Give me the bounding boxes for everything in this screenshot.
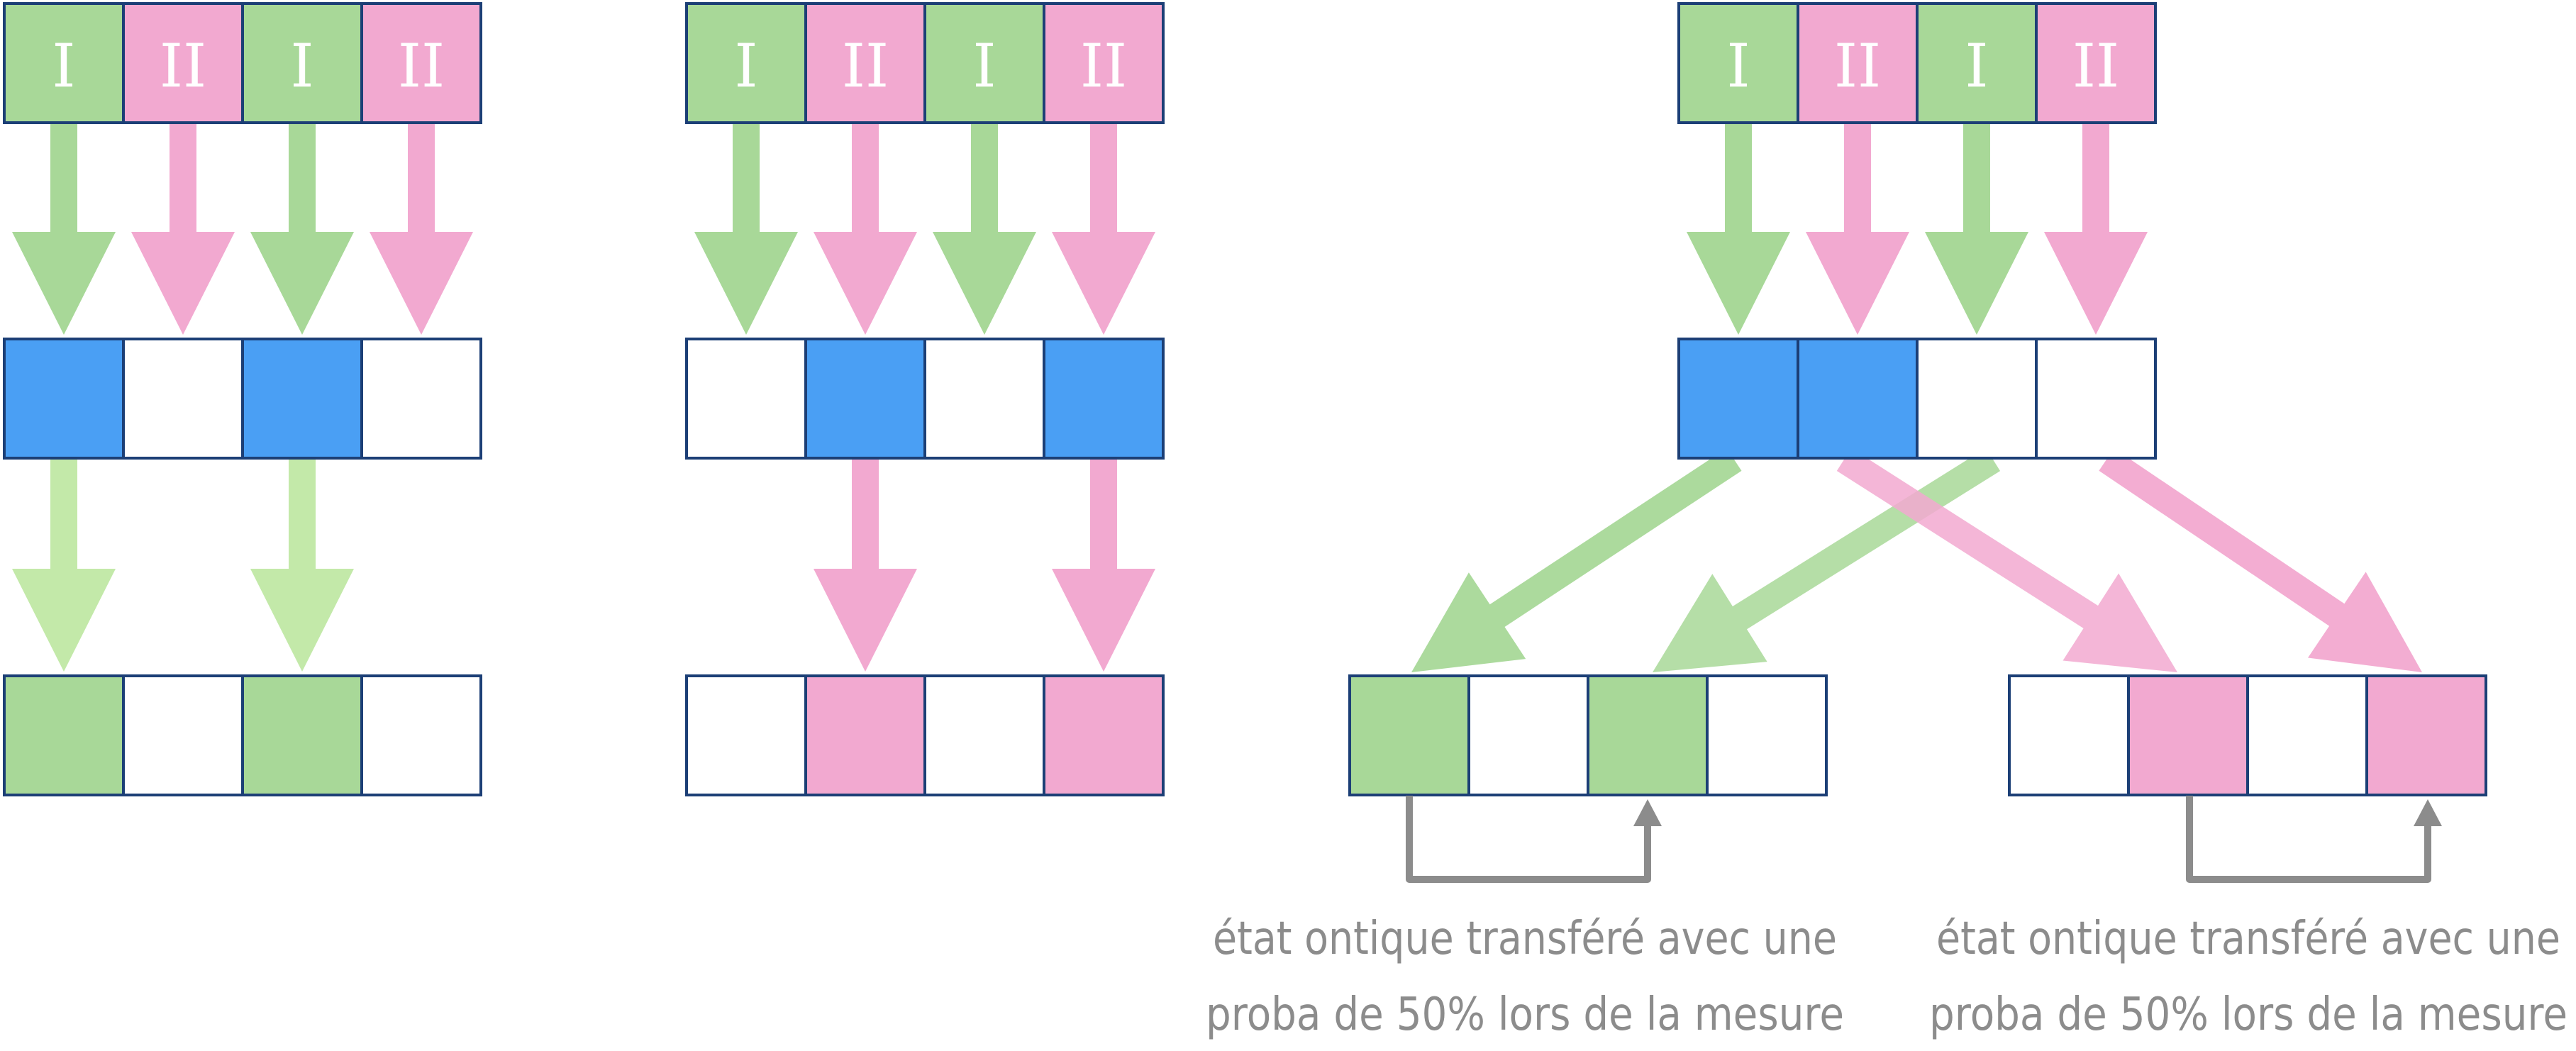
bracket-right [2186,796,2431,883]
arrow-top-1-4 [370,123,473,335]
result-cell-3a-3 [1587,674,1709,796]
arrow-top-3-2 [1806,123,1909,335]
roman-label-2-2: II [842,31,889,101]
arrow-result-2-2 [814,458,917,672]
top-cell-2-4 [1043,2,1165,124]
top-cell-1-4 [360,2,482,124]
top-cell-1-3 [241,2,363,124]
detector-cell-1-3 [241,338,363,460]
result-cell-3b-4 [2365,674,2487,796]
detector-cell-1-2 [122,338,244,460]
result-cell-1-4 [360,674,482,796]
roman-label-1-4: II [398,31,445,101]
bracket-left-arrowhead [1633,799,1662,826]
result-cell-3a-4 [1706,674,1828,796]
caption-left-line2: proba de 50% lors de la mesure [1206,989,1844,1041]
bracket-right-arrowhead [2414,799,2442,826]
result-cell-1-1 [3,674,125,796]
arrow-top-2-4 [1052,123,1155,335]
arrow-diag-green-1 [1411,448,1742,672]
detector-cell-1-1 [3,338,125,460]
detector-cell-3-1 [1677,338,1799,460]
detector-cell-3-4 [2035,338,2157,460]
roman-label-2-4: II [1080,31,1127,101]
arrow-diag-pink-1 [1836,448,2177,672]
roman-label-1-1: I [52,31,75,101]
bracket-left [1406,796,1651,883]
result-cell-3b-1 [2008,674,2130,796]
arrow-top-3-3 [1925,123,2028,335]
detector-cell-2-2 [804,338,926,460]
roman-label-1-3: I [290,31,313,101]
roman-label-3-4: II [2072,31,2119,101]
roman-label-3-1: I [1726,31,1750,101]
result-cell-3a-2 [1467,674,1589,796]
arrow-top-1-3 [250,123,354,335]
roman-label-3-2: II [1834,31,1881,101]
arrow-top-2-3 [933,123,1036,335]
arrow-result-1-3 [250,458,354,672]
roman-label-3-3: I [1965,31,1988,101]
arrow-result-1-1 [12,458,116,672]
arrow-top-1-2 [131,123,235,335]
arrow-diag-pink-2 [2099,448,2422,672]
roman-label-1-2: II [160,31,206,101]
result-cell-2-2 [804,674,926,796]
result-cell-3b-2 [2127,674,2249,796]
top-cell-1-1 [3,2,125,124]
top-cell-3-4 [2035,2,2157,124]
top-cell-2-2 [804,2,926,124]
result-cell-3b-3 [2246,674,2368,796]
result-cell-2-4 [1043,674,1165,796]
arrow-top-2-2 [814,123,917,335]
top-cell-3-2 [1797,2,1919,124]
brackets-layer [1406,796,2442,883]
caption-left-line1: état ontique transféré avec une [1213,913,1837,965]
top-cell-3-3 [1916,2,2038,124]
arrow-top-2-1 [694,123,798,335]
detector-cell-1-4 [360,338,482,460]
detector-cell-3-2 [1797,338,1919,460]
caption-right-line2: proba de 50% lors de la mesure [1929,989,2567,1041]
detector-cell-2-1 [685,338,807,460]
cells-layer [3,2,2487,796]
result-cell-1-3 [241,674,363,796]
roman-label-2-1: I [734,31,757,101]
detector-cell-3-3 [1916,338,2038,460]
arrow-top-3-1 [1687,123,1790,335]
arrow-result-2-4 [1052,458,1155,672]
caption-right-line1: état ontique transféré avec une [1936,913,2560,965]
result-cell-3a-1 [1348,674,1470,796]
detector-cell-2-3 [923,338,1045,460]
detector-cell-2-4 [1043,338,1165,460]
result-cell-2-3 [923,674,1045,796]
result-cell-2-1 [685,674,807,796]
roman-label-2-3: I [972,31,996,101]
arrows-layer [12,123,2422,672]
top-cell-1-2 [122,2,244,124]
arrow-top-1-1 [12,123,116,335]
result-cell-1-2 [122,674,244,796]
arrow-top-3-4 [2044,123,2148,335]
